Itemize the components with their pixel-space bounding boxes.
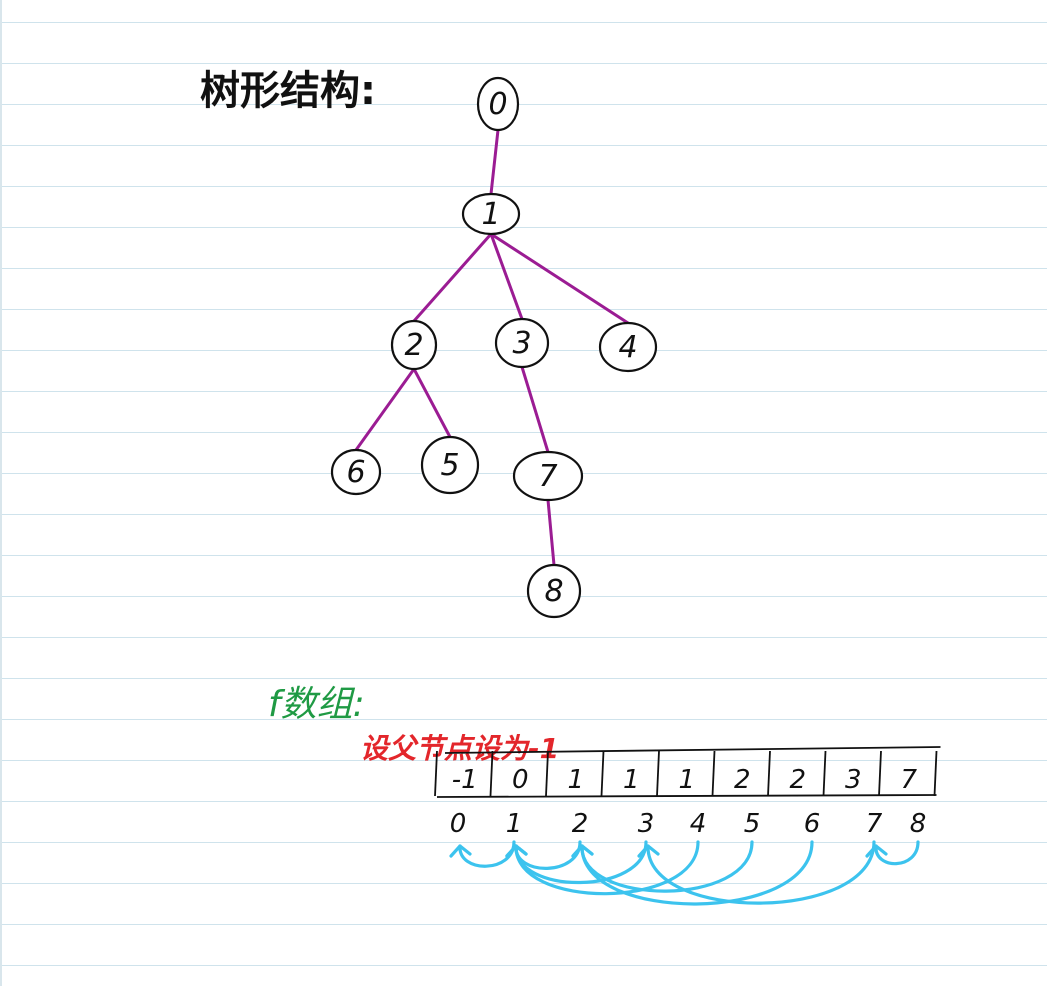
array-index-label: 6 [804,809,821,839]
array-index-label: 4 [690,809,707,839]
array-cell-value: -1 [452,765,478,795]
parent-arrow-6-to-2 [580,840,814,906]
tree-edge-2-5 [412,367,452,439]
array-cell-divider [767,750,771,797]
parent-arrow-head [571,844,594,858]
parent-arrow-4-to-1 [514,840,700,896]
tree-edge-1-3 [489,232,524,321]
tree-edge-1-2 [412,232,493,323]
tree-node-1: 1 [461,192,521,236]
parent-array: -1 0 1 1 1 2 2 3 7 [434,746,941,798]
array-cell-divider [489,750,494,797]
array-index-label: 7 [866,809,883,839]
tree-node-8: 8 [526,563,582,619]
array-cell-divider [822,750,827,797]
array-cell-value: 2 [789,765,806,795]
array-cell-divider [600,750,605,797]
array-cell-value: 0 [512,765,529,795]
tree-edge-0-1 [489,128,500,196]
tree-nodes: 0 1 2 3 4 6 5 7 8 [330,76,658,619]
tree-node-circle [512,450,584,502]
tree-node-circle [461,192,521,236]
parent-arrow-5-to-2 [580,840,754,893]
tree-node-6: 6 [330,448,382,496]
array-cell-value: 3 [845,765,862,795]
tree-edge-1-4 [489,232,630,325]
tree-node-circle [526,563,582,619]
tree-node-label: 2 [404,328,423,363]
array-index-label: 0 [450,809,467,839]
array-cell-divider [878,750,882,797]
tree-node-circle [476,76,520,132]
array-cell-divider [656,750,660,797]
array-cell-divider [933,750,938,797]
array-index-label: 3 [638,809,655,839]
tree-node-label: 1 [481,197,500,232]
tree-node-circle [598,321,658,373]
tree-edge-3-7 [520,365,550,454]
tree-node-2: 2 [390,319,438,371]
tree-node-circle [330,448,382,496]
array-index-label: 5 [744,809,761,839]
tree-edge-2-6 [354,367,416,452]
tree-node-label: 0 [488,87,507,122]
tree-node-5: 5 [420,435,480,495]
tree-node-circle [390,319,438,371]
array-cell-value: 7 [900,765,917,795]
array-title: f数组: [268,684,365,725]
tree-node-label: 7 [538,459,557,494]
tree-node-label: 8 [544,574,563,609]
tree-node-circle [420,435,480,495]
array-index-label: 8 [910,809,927,839]
parent-arrow-7-to-3 [646,840,876,905]
array-cell-divider [545,750,549,797]
array-cell-value: 1 [678,765,695,795]
tree-node-3: 3 [494,317,550,369]
tree-node-label: 3 [512,326,531,361]
tree-edge-7-8 [546,498,556,567]
array-bottom-border [436,794,937,798]
tree-node-label: 6 [346,455,365,490]
tree-node-label: 4 [618,330,637,365]
tree-edges [354,128,630,567]
tree-node-label: 5 [440,448,459,483]
array-cell-value: 1 [567,765,584,795]
tree-node-circle [494,317,550,369]
tree-node-0: 0 [476,76,520,132]
array-top-border [444,746,941,754]
tree-node-4: 4 [598,321,658,373]
parent-arrow-head [449,844,472,858]
tree-title: 树形结构: [200,68,376,114]
array-cell-divider [711,750,716,797]
array-cell-value: 1 [623,765,640,795]
parent-arrow-8-to-7 [874,840,920,866]
array-index-label: 2 [572,809,589,839]
parent-pointer-arrows [449,840,920,906]
parent-arrow-head [865,844,888,858]
root-parent-note: 设父节点设为-1 [360,732,559,765]
array-cell-value: 2 [734,765,751,795]
parent-arrow-head [637,844,660,858]
array-index-label: 1 [506,809,523,839]
tree-node-7: 7 [512,450,584,502]
parent-arrow-head [505,844,528,858]
array-cell-divider [434,750,438,797]
